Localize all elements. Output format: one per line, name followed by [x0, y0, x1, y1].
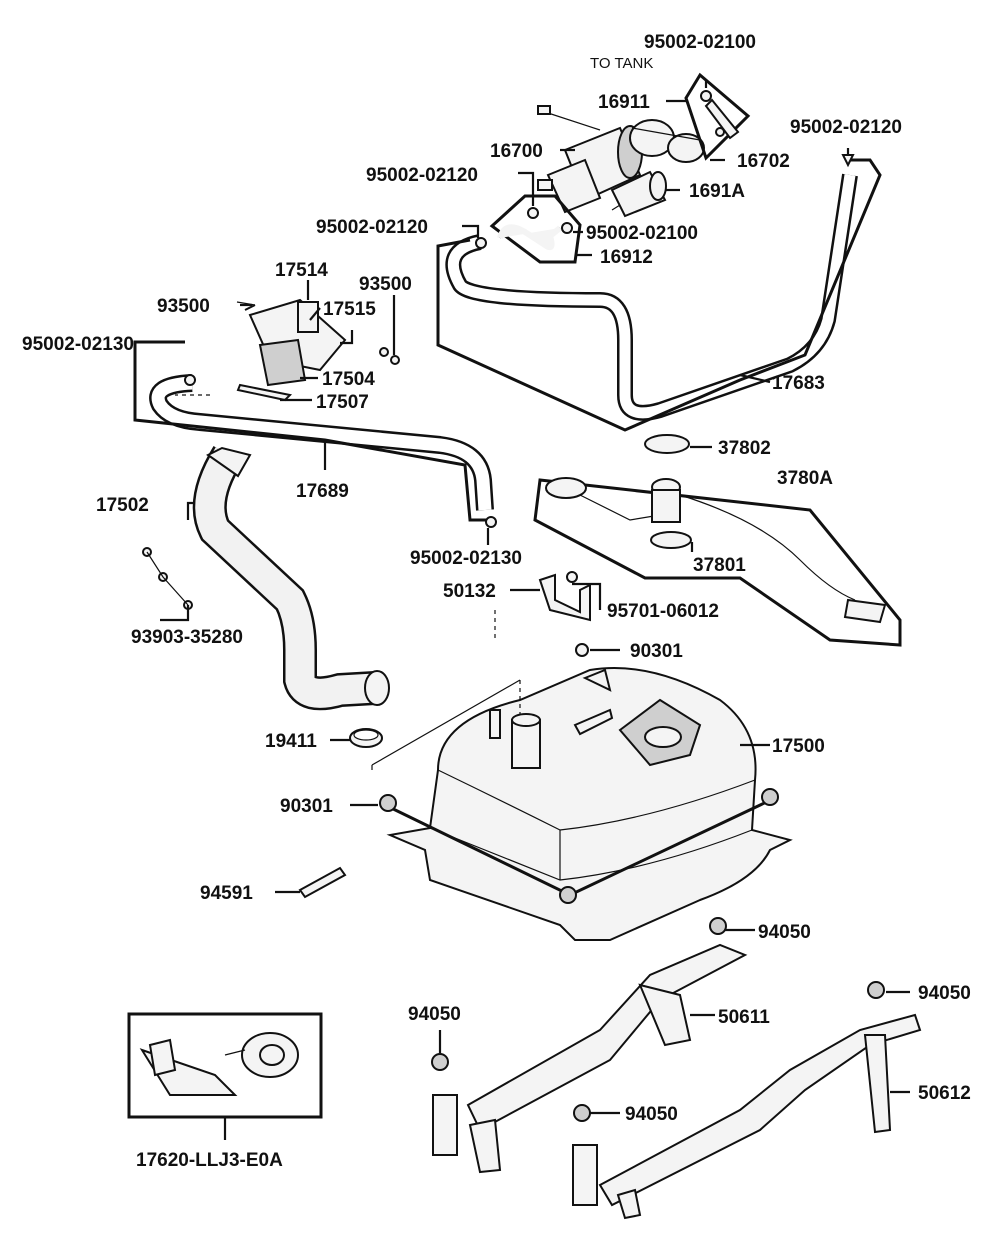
label-1691a: 1691A	[689, 181, 745, 202]
part-17620-inset	[127, 1012, 323, 1140]
label-17515: 17515	[323, 299, 376, 320]
label-16700: 16700	[490, 141, 543, 162]
label-94050-b: 94050	[918, 983, 971, 1004]
frame-rail-50611	[431, 917, 748, 1174]
label-17514: 17514	[275, 260, 328, 281]
fuel-tank-17500	[371, 667, 793, 941]
label-17504: 17504	[322, 369, 375, 390]
label-50611: 50611	[718, 1007, 770, 1028]
label-93903-35280: 93903-35280	[131, 627, 243, 648]
label-17620-llj3-e0a: 17620-LLJ3-E0A	[136, 1150, 283, 1171]
filler-hose-17502	[192, 446, 390, 711]
label-17502: 17502	[96, 495, 149, 516]
fuel-filter-1691a	[610, 170, 667, 218]
label-90301-a: 90301	[630, 641, 683, 662]
frame-rail-50612	[572, 981, 922, 1220]
label-94050-c: 94050	[408, 1004, 461, 1025]
label-50612: 50612	[918, 1083, 971, 1104]
hose-17689	[133, 340, 497, 528]
label-17500: 17500	[772, 736, 825, 757]
label-95002-02120-a: 95002-02120	[366, 165, 478, 186]
fuel-pump-16700	[537, 105, 643, 214]
label-94050-d: 94050	[625, 1104, 678, 1125]
label-16911: 16911	[598, 92, 650, 113]
part-16911-box	[684, 72, 751, 161]
label-3780a: 3780A	[777, 468, 833, 489]
label-95002-02130-b: 95002-02130	[410, 548, 522, 569]
fuel-gauge-3780a	[533, 434, 902, 647]
label-95002-02130-a: 95002-02130	[22, 334, 134, 355]
label-37801: 37801	[693, 555, 746, 576]
label-37802: 37802	[718, 438, 771, 459]
label-16702: 16702	[737, 151, 790, 172]
label-95002-02120-right: 95002-02120	[790, 117, 902, 138]
label-90301-b: 90301	[280, 796, 333, 817]
label-95002-02100-mid: 95002-02100	[586, 223, 698, 244]
bracket-50132	[538, 571, 591, 657]
label-94591: 94591	[200, 883, 253, 904]
label-50132: 50132	[443, 581, 496, 602]
label-16912: 16912	[600, 247, 653, 268]
label-93500-left: 93500	[157, 296, 210, 317]
label-95002-02120-b: 95002-02120	[316, 217, 428, 238]
clip-93903-35280	[142, 547, 193, 610]
part-16912-box	[489, 194, 582, 264]
label-17507: 17507	[316, 392, 369, 413]
label-to-tank: TO TANK	[590, 55, 653, 72]
label-19411: 19411	[265, 731, 317, 752]
leader-lines	[160, 80, 910, 1115]
hose-17683	[436, 154, 882, 432]
carburetor-17514	[236, 298, 400, 402]
label-94050-a: 94050	[758, 922, 811, 943]
clamp-16702	[629, 119, 705, 163]
label-17689: 17689	[296, 481, 349, 502]
hose-clamp-19411	[349, 728, 383, 748]
label-95701-06012: 95701-06012	[607, 601, 719, 622]
label-17683: 17683	[772, 373, 825, 394]
label-93500-top: 93500	[359, 274, 412, 295]
strap-94591	[298, 866, 347, 899]
label-95002-02100-top: 95002-02100	[644, 32, 756, 53]
